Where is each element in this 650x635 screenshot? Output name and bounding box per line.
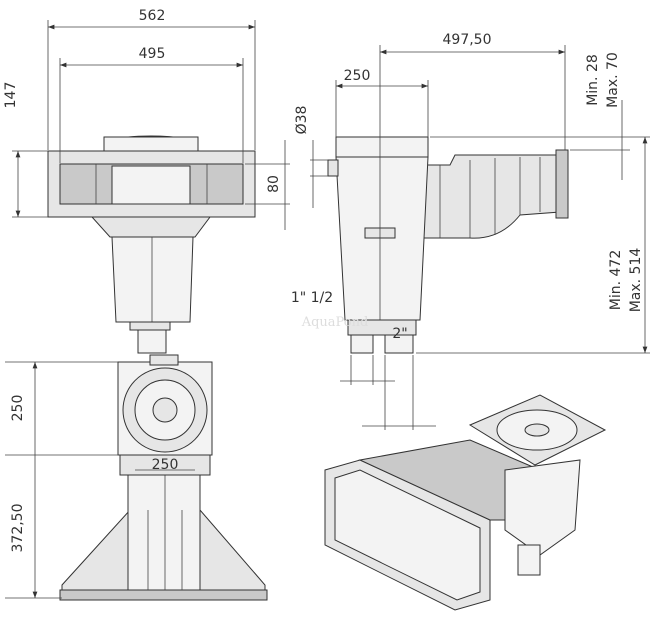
top-view: [5, 354, 268, 601]
front-view: [12, 20, 290, 354]
dim-497-50: 497,50: [443, 32, 492, 48]
dim-max-70: Max. 70: [605, 52, 621, 108]
dim-372-50: 372,50: [10, 504, 26, 553]
dim-250-inner: 250: [152, 457, 179, 473]
dim-min-472: Min. 472: [608, 250, 624, 310]
isometric-view: [324, 394, 607, 611]
dim-outlet-1-1-2: 1" 1/2: [291, 290, 333, 306]
dim-562: 562: [139, 8, 166, 24]
dim-147: 147: [3, 82, 19, 109]
dim-250-top: 250: [10, 395, 26, 422]
dim-80: 80: [266, 175, 282, 193]
dim-495: 495: [139, 46, 166, 62]
dim-max-514: Max. 514: [628, 248, 644, 313]
dim-min-28: Min. 28: [585, 54, 601, 106]
side-view: [310, 45, 650, 430]
watermark: AquaPond: [301, 315, 369, 330]
dim-250-side: 250: [344, 68, 371, 84]
dim-diameter-38: Ø38: [294, 106, 310, 135]
dim-outlet-2: 2": [392, 326, 407, 342]
